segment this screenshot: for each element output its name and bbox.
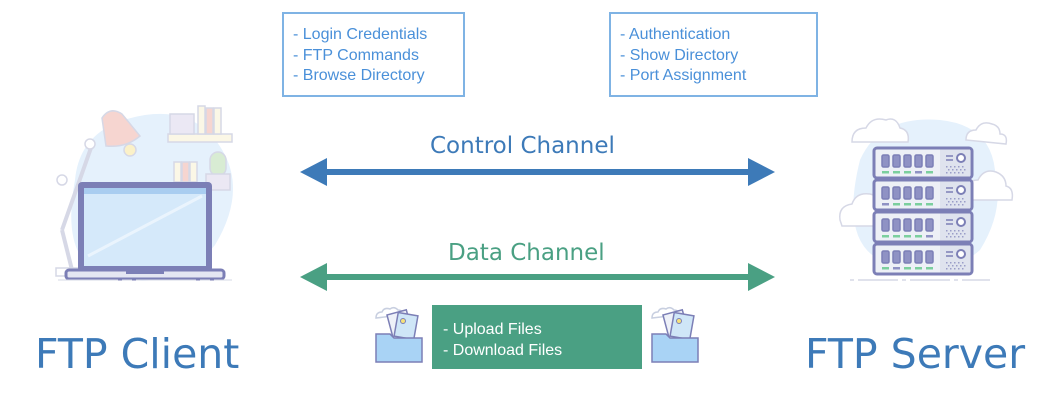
data-channel-label: Data Channel [448,240,605,266]
status-led [926,235,933,238]
drive-bay [881,154,890,168]
client-item: - FTP Commands [293,46,419,64]
drive-bay [881,218,890,232]
status-led [882,203,889,206]
power-button [956,185,966,195]
power-button [956,249,966,259]
client-item: - Browse Directory [293,67,425,84]
server-rack-icon [839,118,1014,281]
server-item: - Port Assignment [620,67,747,84]
status-led [893,235,900,238]
power-button [956,153,966,163]
control-arrow-left-head [300,158,327,186]
drive-bay [892,250,901,264]
status-led [926,171,933,174]
status-led [882,267,889,270]
status-led [904,203,911,206]
status-led [915,203,922,206]
status-led [904,267,911,270]
drive-bay [925,154,934,168]
drive-bay [903,250,912,264]
drive-bay [925,186,934,200]
file-transfer-item: - Upload Files [443,321,542,338]
drive-bay [925,218,934,232]
status-led [915,171,922,174]
status-led [926,203,933,206]
status-led [882,235,889,238]
drive-bay [914,186,923,200]
server-unit [872,178,974,212]
status-led [915,267,922,270]
drive-bay [881,186,890,200]
folder-image-icon [375,306,423,363]
status-led [904,235,911,238]
folder-image-icon [651,306,699,363]
server-unit [872,242,974,276]
status-led [926,267,933,270]
ftp-server-label: FTP Server [805,330,1026,378]
drive-bay [892,218,901,232]
control-channel-label: Control Channel [430,133,615,159]
drive-bay [903,186,912,200]
ftp-client-label: FTP Client [35,330,240,378]
drive-bay [914,154,923,168]
status-led [893,171,900,174]
server-responses-box: - Authentication - Show Directory - Port… [609,12,818,97]
status-led [893,267,900,270]
drive-bay [892,186,901,200]
data-arrow-right-head [748,263,775,291]
file-transfer-item: - Download Files [443,341,563,359]
server-unit [872,210,974,244]
power-button [956,217,966,227]
status-led [904,171,911,174]
drive-bay [914,250,923,264]
data-arrow-left-head [300,263,327,291]
drive-bay [925,250,934,264]
status-led [915,235,922,238]
drive-bay [914,218,923,232]
status-led [882,171,889,174]
client-commands-box: - Login Credentials - FTP Commands - Bro… [282,12,465,97]
server-units [872,146,974,276]
control-arrow-right-head [748,158,775,186]
status-led [893,203,900,206]
server-item: - Show Directory [620,46,739,64]
file-transfer-box: - Upload Files - Download Files [432,305,642,369]
drive-bay [892,154,901,168]
server-unit [872,146,974,180]
client-item: - Login Credentials [293,26,428,43]
drive-bay [903,154,912,168]
drive-bay [903,218,912,232]
drive-bay [881,250,890,264]
server-item: - Authentication [620,26,731,43]
laptop-desk-icon [55,105,233,281]
